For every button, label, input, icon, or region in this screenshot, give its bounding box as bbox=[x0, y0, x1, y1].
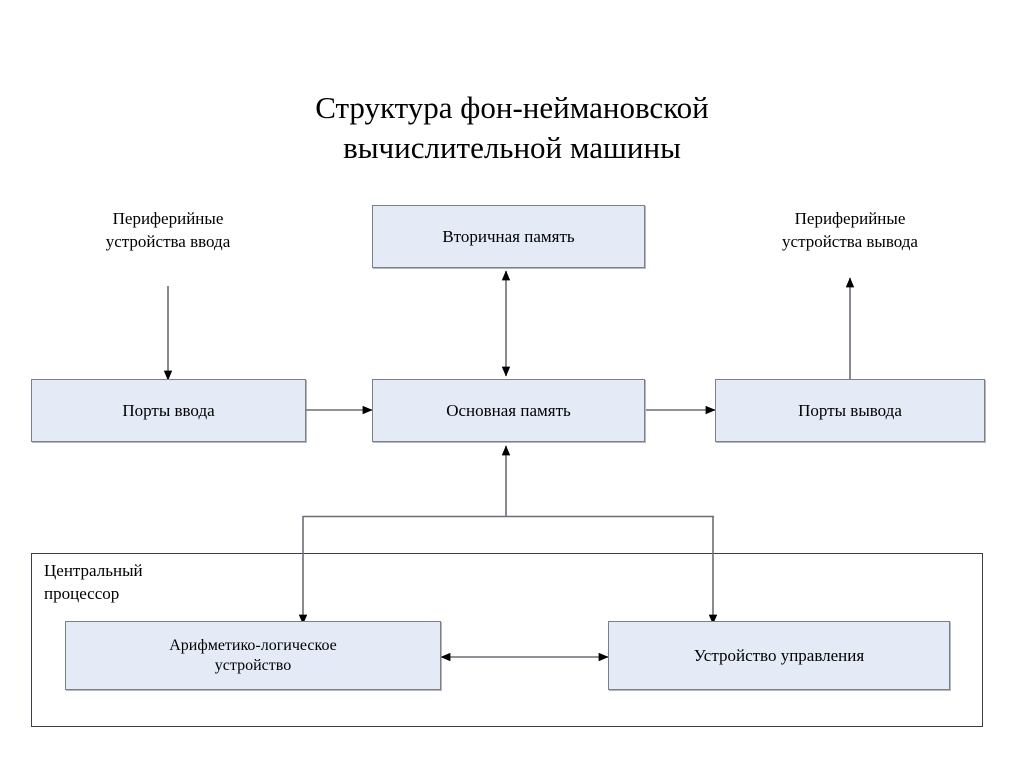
caption-cpu-group: Центральный процессор bbox=[44, 561, 143, 603]
page-title: Структура фон-неймановской вычислительно… bbox=[315, 90, 709, 166]
node-secondary-memory[interactable]: Вторичная память bbox=[372, 205, 645, 268]
node-output-ports[interactable]: Порты вывода bbox=[715, 379, 985, 442]
caption-output-peripherals: Периферийные устройства вывода bbox=[782, 209, 918, 251]
cpu-group-box bbox=[31, 553, 983, 727]
caption-input-peripherals: Периферийные устройства ввода bbox=[105, 209, 231, 251]
node-alu[interactable]: Арифметико-логическое устройство bbox=[65, 621, 441, 690]
node-control-unit[interactable]: Устройство управления bbox=[608, 621, 950, 690]
node-input-ports[interactable]: Порты ввода bbox=[31, 379, 306, 442]
node-main-memory[interactable]: Основная память bbox=[372, 379, 645, 442]
